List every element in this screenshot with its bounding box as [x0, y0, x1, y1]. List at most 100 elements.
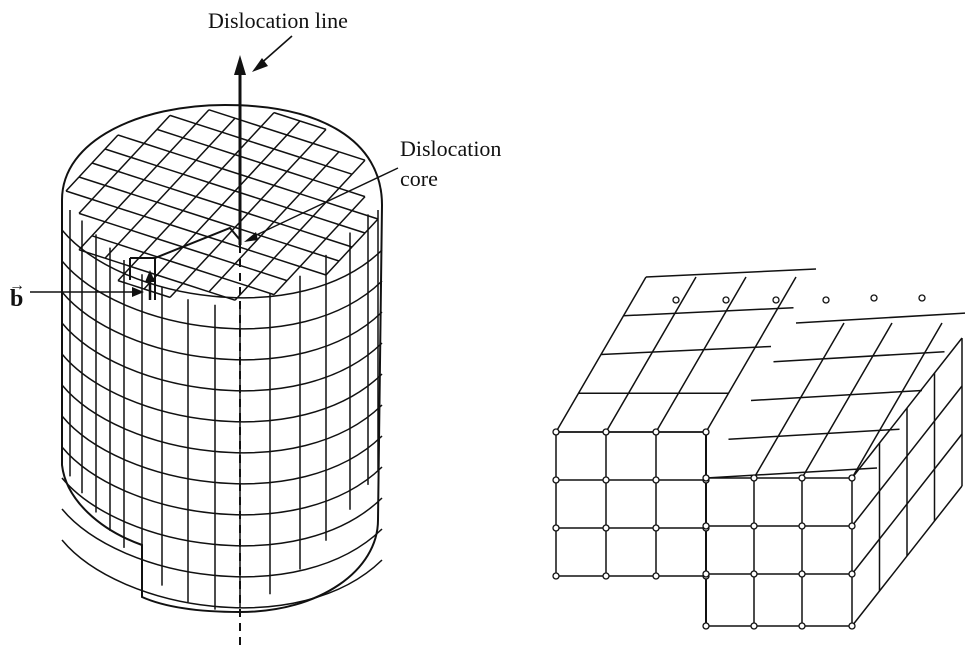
top-row	[623, 307, 794, 317]
top-lattice-line	[143, 288, 171, 299]
lattice-atom	[750, 622, 758, 630]
top-lattice-line	[78, 249, 106, 259]
top-lattice-line	[221, 263, 236, 279]
top-lattice-line	[169, 210, 184, 226]
side-lattice-band	[61, 291, 383, 361]
top-lattice-line	[117, 279, 145, 290]
lattice-atom	[750, 570, 758, 578]
dislocation-core-label-1: Dislocation	[400, 136, 501, 161]
top-lattice-line	[260, 162, 288, 173]
top-lattice-line	[130, 229, 158, 240]
top-lattice-line	[91, 221, 106, 237]
top-lattice-line	[299, 265, 327, 276]
top-lattice-line	[338, 151, 366, 161]
top-col	[655, 276, 747, 433]
top-lattice-line	[208, 218, 236, 229]
top-lattice-line	[156, 274, 184, 285]
top-lattice-line	[325, 237, 353, 248]
top-lattice-line	[286, 120, 301, 136]
top-lattice-line	[78, 162, 93, 178]
top-lattice-line	[195, 218, 210, 234]
top-lattice-line	[91, 198, 119, 209]
top-lattice-line	[338, 210, 353, 226]
lattice-atom	[702, 428, 710, 436]
top-lattice-line	[273, 221, 301, 231]
side-lattice-band	[61, 260, 383, 330]
top-lattice-line	[234, 249, 249, 265]
lattice-atom	[652, 428, 660, 436]
top-lattice-line	[221, 240, 249, 251]
top-lattice-line	[104, 207, 119, 223]
top-lattice-line	[208, 145, 236, 156]
top-lattice-line	[156, 165, 184, 175]
top-lattice-line	[364, 218, 379, 234]
side-lattice-band	[61, 229, 383, 299]
top-lattice-line	[169, 173, 184, 189]
top-lattice-line	[143, 201, 158, 217]
lattice-atom	[602, 428, 610, 436]
top-lattice-line	[325, 187, 340, 203]
top-lattice-line	[117, 134, 145, 145]
top-lattice-line	[286, 243, 314, 254]
top-lattice-line	[273, 184, 301, 195]
top-lattice-line	[286, 266, 301, 282]
dislocation-line-pointer	[252, 35, 293, 72]
top-lattice-line	[208, 254, 236, 265]
top-lattice-line	[104, 148, 132, 159]
lattice-atom	[602, 572, 610, 580]
top-lattice-line	[273, 111, 301, 122]
lattice-atom	[672, 296, 680, 304]
top-lattice-line	[195, 268, 223, 279]
top-lattice-line	[156, 114, 171, 130]
lattice-atom	[552, 572, 560, 580]
top-lattice-line	[260, 112, 275, 128]
lattice-atom	[702, 570, 710, 578]
top-lattice-line	[182, 196, 197, 212]
top-lattice-line	[117, 207, 145, 217]
top-col	[851, 322, 943, 479]
top-lattice-line	[195, 123, 223, 133]
top-lattice-line	[286, 229, 301, 245]
top-lattice-line	[182, 268, 197, 284]
lattice-atom	[772, 296, 780, 304]
top-col	[705, 276, 797, 433]
top-lattice-line	[195, 159, 223, 170]
top-lattice-line	[78, 198, 93, 214]
lattice-atom	[848, 474, 856, 482]
top-lattice-line	[325, 151, 340, 167]
side-lattice-band	[61, 539, 383, 609]
top-lattice-line	[130, 156, 158, 167]
lattice-atom	[652, 524, 660, 532]
top-lattice-line	[208, 240, 223, 256]
top-lattice-line	[143, 142, 171, 153]
top-lattice-line	[247, 285, 275, 296]
top-lattice-line	[299, 193, 327, 203]
top-lattice-line	[260, 271, 288, 282]
top-lattice-line	[169, 114, 197, 125]
lattice-atom	[798, 474, 806, 482]
top-lattice-line	[208, 291, 236, 301]
top-lattice-line	[182, 123, 197, 139]
top-lattice-line	[182, 232, 197, 248]
top-lattice-line	[117, 229, 132, 245]
top-lattice-line	[117, 193, 132, 209]
lattice-atom	[918, 294, 926, 302]
lattice-atom	[798, 622, 806, 630]
top-lattice-line	[247, 249, 275, 259]
side-lattice-band	[61, 508, 383, 578]
top-lattice-line	[195, 109, 210, 125]
top-lattice-line	[273, 280, 288, 296]
top-lattice-line	[182, 173, 210, 184]
top-lattice-line	[208, 204, 223, 220]
top-lattice-line	[130, 142, 145, 158]
top-lattice-line	[247, 162, 262, 178]
top-lattice-line	[351, 196, 366, 212]
top-lattice-line	[338, 187, 366, 198]
top-lattice-line	[299, 229, 327, 240]
top-lattice-line	[143, 165, 158, 181]
top-col	[753, 322, 845, 479]
top-lattice-line	[182, 282, 210, 293]
lattice-atom	[750, 522, 758, 530]
top-lattice-line	[325, 224, 340, 240]
top-lattice-line	[130, 193, 158, 203]
